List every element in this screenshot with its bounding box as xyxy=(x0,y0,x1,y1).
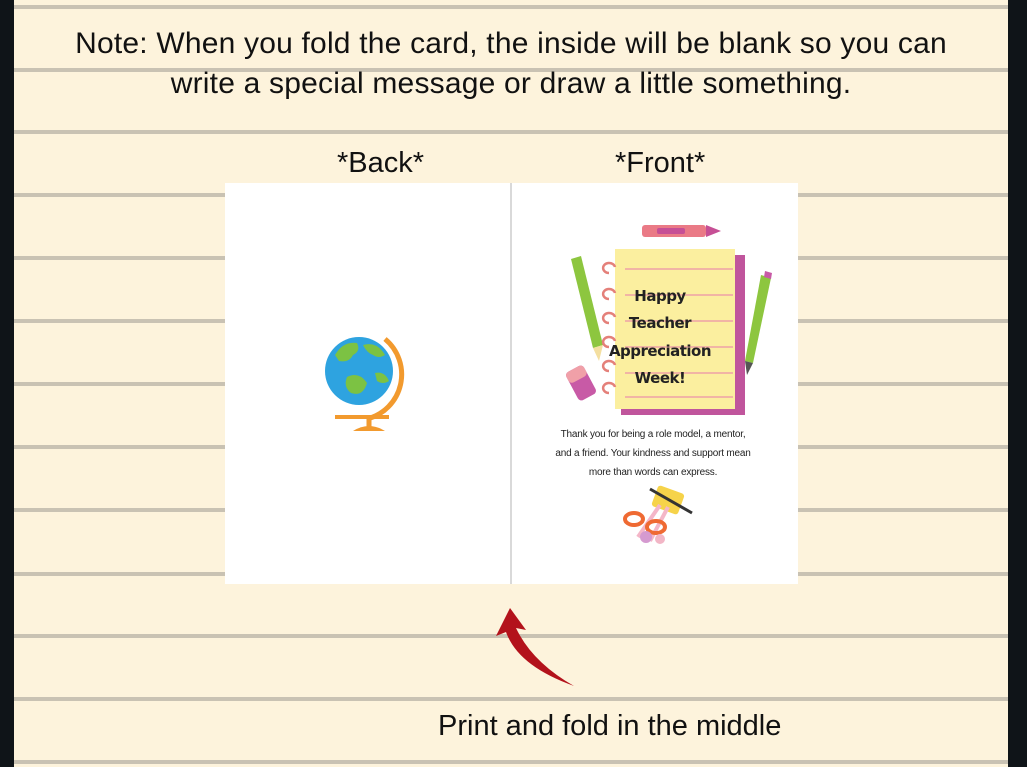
notebook-icon xyxy=(601,249,745,415)
globe-icon xyxy=(325,337,405,431)
curved-arrow-icon xyxy=(496,608,574,686)
pencil-icon xyxy=(571,256,603,361)
card-message-line-2: and a friend. Your kindness and support … xyxy=(555,448,751,459)
eraser-icon xyxy=(566,365,596,401)
paper-rule xyxy=(14,5,1008,9)
card-title-line-4: Week! xyxy=(634,369,686,387)
paper-rule xyxy=(14,68,1008,72)
back-label: *Back* xyxy=(337,147,425,179)
card-title-line-3: Appreciation xyxy=(608,342,712,360)
lined-paper-background: Note: When you fold the card, the inside… xyxy=(14,0,1008,767)
paper-rule xyxy=(14,130,1008,134)
paper-rule xyxy=(14,760,1008,764)
front-illustration xyxy=(566,225,772,415)
card-title-line-1: Happy xyxy=(634,287,686,305)
card-preview: Happy Teacher Appreciation Week! Thank y… xyxy=(225,183,798,584)
card-title-line-2: Teacher xyxy=(628,314,692,332)
note-line-1: Note: When you fold the card, the inside… xyxy=(75,27,947,60)
paper-rule xyxy=(14,697,1008,701)
pen-icon xyxy=(745,271,772,375)
crayon-icon xyxy=(642,225,721,237)
front-label: *Front* xyxy=(615,147,706,179)
card-message-line-3: more than words can express. xyxy=(588,467,718,478)
note-line-2: write a special message or draw a little… xyxy=(170,67,852,100)
fold-instruction: Print and fold in the middle xyxy=(438,710,782,742)
card-message-line-1: Thank you for being a role model, a ment… xyxy=(560,429,746,440)
note-text: Note: When you fold the card, the inside… xyxy=(14,24,1008,104)
fold-line xyxy=(510,183,512,584)
card-message: Thank you for being a role model, a ment… xyxy=(523,425,783,482)
scissors-icon xyxy=(623,485,693,544)
